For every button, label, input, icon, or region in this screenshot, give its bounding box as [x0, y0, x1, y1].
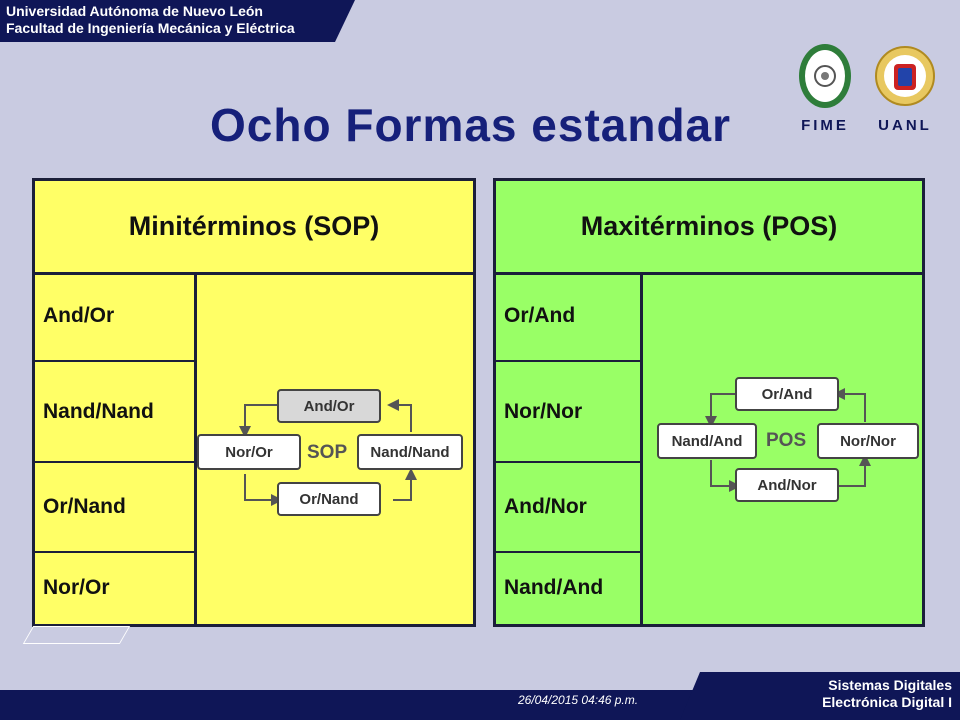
fime-seal-icon	[799, 44, 851, 108]
decorative-outline	[22, 626, 131, 644]
pos-forms-column: Or/And Nor/Nor And/Nor Nand/And	[496, 272, 643, 624]
sop-center-label: SOP	[307, 442, 348, 463]
uanl-seal-icon	[875, 46, 935, 106]
header-light-strip	[335, 0, 960, 42]
header-institution: Universidad Autónoma de Nuevo León Facul…	[6, 3, 295, 37]
footer-right-band	[680, 672, 960, 720]
course-line-2: Electrónica Digital I	[822, 694, 952, 710]
pos-panel: Maxitérminos (POS) Or/And Nor/Nor And/No…	[493, 178, 925, 627]
sop-diagram: And/Or Nor/Or SOP Nand/Nand Or/Nand	[197, 272, 473, 624]
pos-cycle-arrows-icon	[705, 388, 871, 492]
sop-node-top: And/Or	[277, 389, 381, 423]
pos-form-row: Or/And	[496, 272, 640, 362]
pos-node-right: Nor/Nor	[817, 423, 919, 459]
pos-diagram: Or/And Nand/And POS Nor/Nor And/Nor	[643, 272, 922, 624]
pos-node-top: Or/And	[735, 377, 839, 411]
header-faculty: Facultad de Ingeniería Mecánica y Eléctr…	[6, 20, 295, 36]
sop-heading: Minitérminos (SOP)	[35, 181, 473, 275]
footer-course: Sistemas Digitales Electrónica Digital I	[822, 677, 952, 711]
fime-label: FIME	[801, 117, 849, 134]
fime-logo: FIME	[795, 42, 855, 134]
sop-form-row: Or/Nand	[35, 463, 194, 553]
uanl-label: UANL	[878, 117, 932, 134]
sop-node-left: Nor/Or	[197, 434, 301, 470]
pos-node-bottom: And/Nor	[735, 468, 839, 502]
pos-center-label: POS	[766, 430, 807, 451]
uanl-logo: UANL	[875, 42, 935, 134]
sop-form-row: And/Or	[35, 272, 194, 362]
slide-title: Ocho Formas estandar	[210, 99, 732, 151]
sop-node-right: Nand/Nand	[357, 434, 463, 470]
sop-cycle-arrows-icon	[239, 399, 417, 506]
sop-panel: Minitérminos (SOP) And/Or Nand/Nand Or/N…	[32, 178, 476, 627]
pos-form-row: Nand/And	[504, 575, 604, 599]
sop-node-bottom: Or/Nand	[277, 482, 381, 516]
sop-form-row: Nand/Nand	[35, 362, 194, 463]
pos-form-row: Nor/Nor	[496, 362, 640, 463]
pos-form-row: And/Nor	[496, 463, 640, 553]
sop-forms-column: And/Or Nand/Nand Or/Nand Nor/Or	[35, 272, 197, 624]
sop-form-row: Nor/Or	[43, 575, 110, 599]
course-line-1: Sistemas Digitales	[828, 677, 952, 693]
pos-heading: Maxitérminos (POS)	[496, 181, 922, 275]
pos-node-left: Nand/And	[657, 423, 757, 459]
slide-date: 26/04/2015 04:46 p.m.	[518, 693, 639, 707]
header-university: Universidad Autónoma de Nuevo León	[6, 3, 263, 19]
